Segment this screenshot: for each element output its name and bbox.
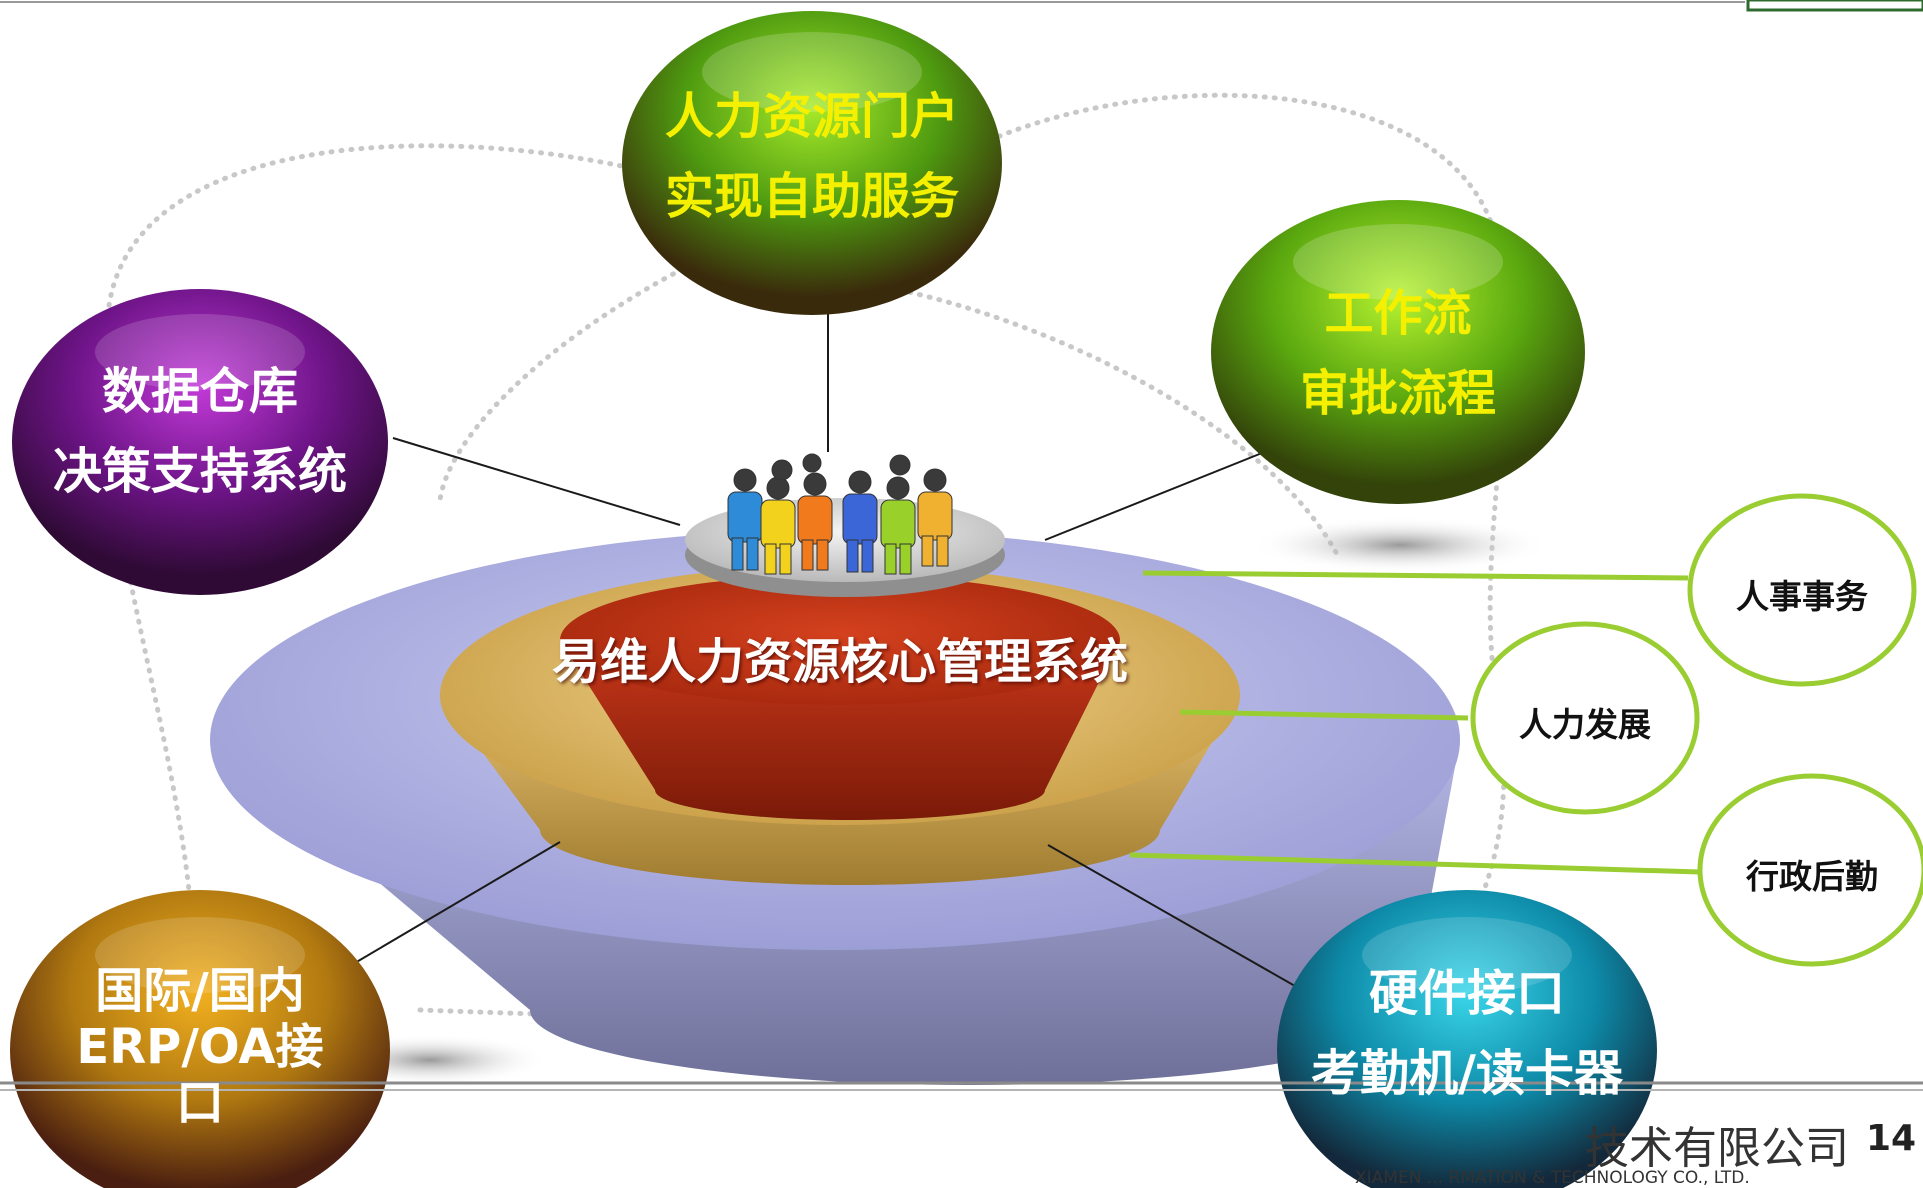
workflow-label: 工作流 审批流程 xyxy=(1248,274,1548,434)
sphere-portal xyxy=(622,11,1002,315)
sphere-hardware xyxy=(1277,890,1657,1188)
module-circles xyxy=(1470,493,1923,967)
connector-warehouse xyxy=(392,437,681,526)
warehouse-label-line1: 数据仓库 xyxy=(101,363,298,420)
leader-personnel-affairs xyxy=(1142,570,1689,581)
module-circle-admin-logistics xyxy=(1697,773,1923,967)
core-system-title: 易维人力资源核心管理系统 xyxy=(551,634,1128,690)
workflow-label-line2: 审批流程 xyxy=(1299,365,1496,422)
erp-label-line2: ERP/OA接 xyxy=(76,1019,324,1075)
core-tier xyxy=(560,575,1120,820)
footer-rule xyxy=(0,1081,1923,1091)
connector-workflow xyxy=(1044,452,1263,541)
erp-label-line3: 口 xyxy=(175,1075,224,1131)
portal-label-line1: 人力资源门户 xyxy=(664,88,959,145)
connector-hardware xyxy=(1047,844,1303,991)
portal-label: 人力资源门户 实现自助服务 xyxy=(662,77,962,237)
workflow-label-line1: 工作流 xyxy=(1324,285,1472,342)
workflow-sphere-shadow xyxy=(1250,517,1550,573)
leader-hr-development xyxy=(1179,709,1469,721)
module-leaders xyxy=(1129,570,1701,875)
footer-company-english: XIAMEN ... RMATION & TECHNOLOGY CO., LTD… xyxy=(1355,1168,1750,1188)
people-group-icon xyxy=(727,453,953,575)
connector-erp xyxy=(342,841,561,971)
hardware-label-line1: 硬件接口 xyxy=(1368,965,1565,1022)
hardware-label: 硬件接口 考勤机/读卡器 xyxy=(1307,954,1627,1114)
sphere-warehouse xyxy=(12,289,388,595)
corner-logo-mark xyxy=(1746,0,1923,12)
warehouse-label-line2: 决策支持系统 xyxy=(52,443,347,500)
hardware-label-line2: 考勤机/读卡器 xyxy=(1311,1045,1623,1102)
erp-label-line1: 国际/国内 xyxy=(95,963,305,1019)
sphere-erp xyxy=(10,890,390,1188)
portal-label-line2: 实现自助服务 xyxy=(664,168,959,225)
warehouse-label: 数据仓库 决策支持系统 xyxy=(40,352,360,512)
page-number: 14 xyxy=(1866,1118,1917,1159)
leader-admin-logistics xyxy=(1129,852,1701,875)
module-circle-personnel-affairs xyxy=(1687,493,1917,687)
sphere-workflow xyxy=(1211,200,1585,504)
footer-company-name: 技术有限公司 xyxy=(1585,1123,1849,1174)
erp-label: 国际/国内 ERP/OA接 口 xyxy=(50,963,350,1131)
module-label-hr-development: 人力发展 xyxy=(1519,705,1651,744)
module-circle-hr-development xyxy=(1470,621,1700,815)
module-label-admin-logistics: 行政后勤 xyxy=(1746,857,1878,896)
module-label-personnel-affairs: 人事事务 xyxy=(1736,577,1868,616)
connector-lines xyxy=(342,312,1303,991)
